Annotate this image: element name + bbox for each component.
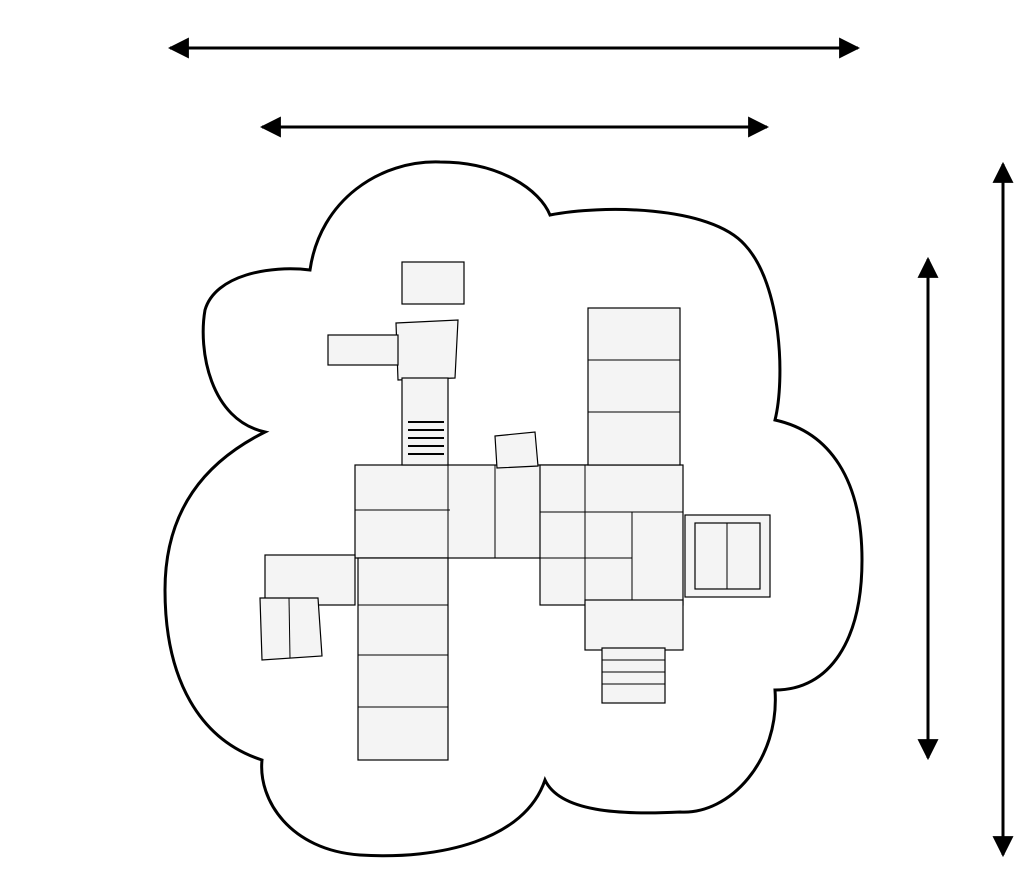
play-structure <box>259 261 771 761</box>
safety-zone-outline <box>163 160 864 858</box>
